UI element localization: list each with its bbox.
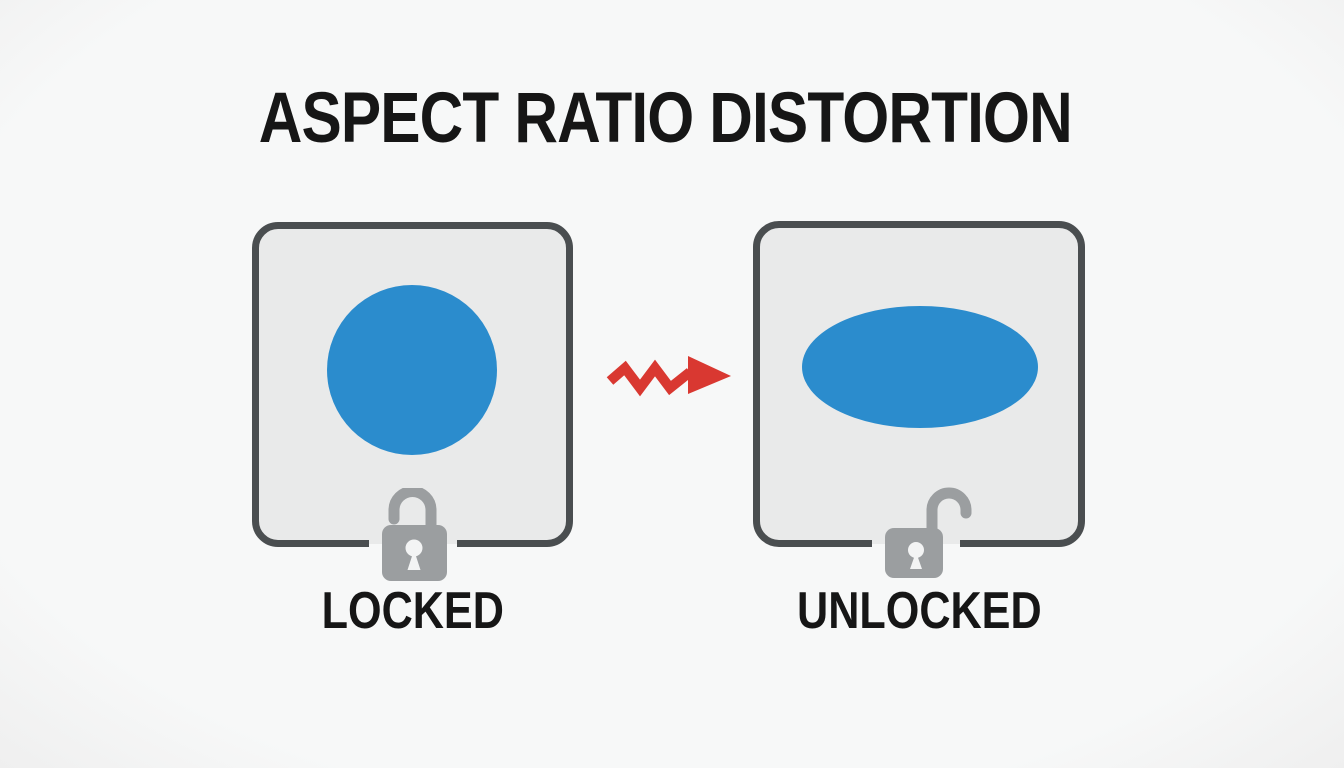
unlocked-label: UNLOCKED: [753, 585, 1085, 637]
locked-label: LOCKED: [252, 585, 573, 637]
zigzag-arrow-icon: [606, 356, 731, 397]
locked-label-text: LOCKED: [321, 582, 504, 640]
page-title-text: ASPECT RATIO DISTORTION: [258, 79, 1072, 158]
padlock-unlocked-icon: [885, 487, 972, 578]
ellipse-shape: [802, 306, 1038, 428]
padlock-locked-icon: [382, 488, 447, 581]
unlocked-label-text: UNLOCKED: [796, 582, 1042, 640]
circle-shape: [327, 285, 497, 455]
page-title: ASPECT RATIO DISTORTION: [0, 83, 1330, 155]
